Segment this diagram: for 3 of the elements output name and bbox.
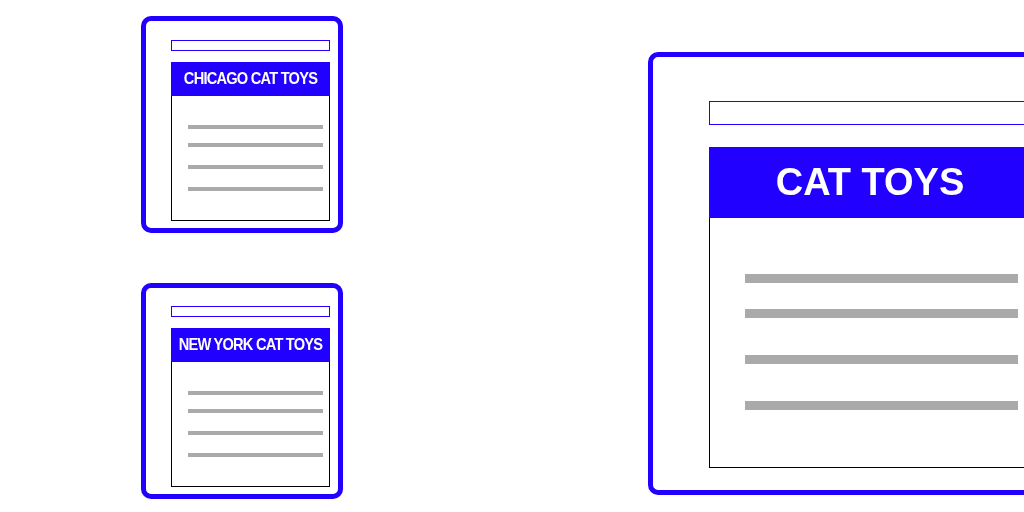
header-banner: CHICAGO CAT TOYS (171, 62, 330, 96)
header-banner: CAT TOYS (709, 147, 1024, 218)
header-banner: NEW YORK CAT TOYS (171, 328, 330, 362)
